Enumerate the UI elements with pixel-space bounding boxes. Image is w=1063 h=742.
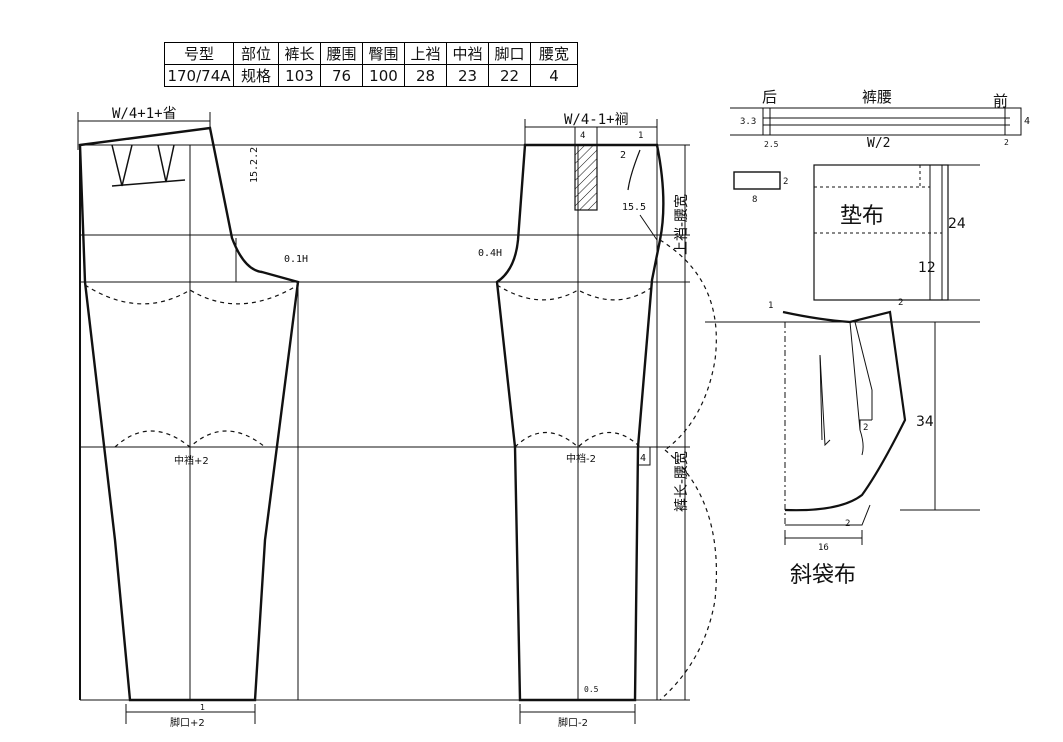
waistband-right-dim: 4 [1024,116,1030,127]
back-top-formula: W/4+1+省 [112,106,177,122]
pocket-width: 16 [818,543,829,553]
front-curve-dashed-2 [659,449,718,701]
main-grid [79,144,690,701]
spec-value-cell: 22 [488,64,531,87]
back-dart-2 [157,144,175,183]
front-side-label-lower: 裤长-腰宽 [673,451,690,512]
spec-table: 号型 部位 裤长 腰围 臀围 上裆 中裆 脚口 腰宽 170/74A 规格 10… [164,42,578,87]
spec-value-cell: 103 [278,64,321,87]
front-hem-dimension [519,704,636,724]
front-top-dimension [524,119,658,147]
waistband-bottom-right: 2 [1004,138,1009,147]
back-dim-right: 15.2.2 [249,147,260,183]
pocket-bag [705,310,980,545]
spec-value-cell: 28 [404,64,447,87]
pocket-p1: 1 [768,301,773,311]
front-label-2: 2 [620,150,626,161]
front-panel [495,143,718,702]
back-dart-1 [111,144,133,187]
front-pleat-width: 4 [580,131,585,141]
front-hem-label: 脚口-2 [558,716,588,729]
back-top-dimension [77,112,211,150]
front-hem-small: 0.5 [584,685,599,694]
waistband-title: 裤腰 [862,88,892,106]
front-hip-curve [496,284,656,301]
front-curve-dashed-1 [659,239,717,451]
waistband-bottom-left: 2.5 [764,140,779,149]
spec-header-row: 号型 部位 裤长 腰围 臀围 上裆 中裆 脚口 腰宽 [164,42,578,65]
facing-inner: 12 [918,260,936,276]
spec-value-cell: 规格 [233,64,279,87]
belt-loop-width: 8 [752,195,757,205]
belt-loop-height: 2 [783,177,788,187]
pocket-bag-outline [782,310,907,512]
waistband-left: 后 [762,88,777,106]
spec-value-cell: 170/74A [164,64,234,87]
front-label-15-5: 15.5 [622,202,646,213]
front-knee-label: 中裆-2 [566,452,596,465]
facing-title: 垫布 [840,204,884,229]
pocket-p4: 2 [845,519,850,529]
pocket-title: 斜袋布 [790,563,856,588]
front-pocket-line [627,149,641,191]
spec-value-cell: 23 [446,64,489,87]
back-panel-outline [78,126,300,702]
spec-header-cell: 腰宽 [530,42,578,65]
spec-header-cell: 臀围 [362,42,405,65]
back-hip-curve [84,284,299,305]
back-crotch-ext: 0.1H [284,254,308,265]
front-side-label-upper: 上裆-腰宽 [673,194,690,255]
front-side-small: 4 [640,453,646,464]
front-panel-outline [495,143,665,702]
belt-loop [733,171,781,190]
front-crotch-ext: 0.4H [478,248,502,259]
spec-value-cell: 76 [320,64,363,87]
spec-header-cell: 上裆 [404,42,447,65]
back-knee-curve [114,430,266,448]
spec-value-cell: 4 [530,64,578,87]
back-panel [78,126,300,702]
front-pleat [574,144,598,211]
facing-height: 24 [948,216,966,232]
waistband-formula: W/2 [867,136,890,151]
pocket-p3: 2 [863,423,868,433]
pocket-height: 34 [916,414,934,430]
front-offset-top: 1 [638,131,643,141]
back-hem-label: 脚口+2 [170,716,205,729]
spec-value-row: 170/74A 规格 103 76 100 28 23 22 4 [164,64,578,87]
waistband [730,107,1022,136]
back-hem-small: 1 [200,703,205,712]
waistband-right: 前 [993,92,1008,110]
back-hem-dimension [125,704,256,724]
facing [813,164,980,301]
back-knee-label: 中裆+2 [174,454,209,467]
front-top-formula: W/4-1+裥 [564,112,629,128]
pocket-p2: 2 [898,298,903,308]
waistband-left-dim: 3.3 [740,117,756,127]
